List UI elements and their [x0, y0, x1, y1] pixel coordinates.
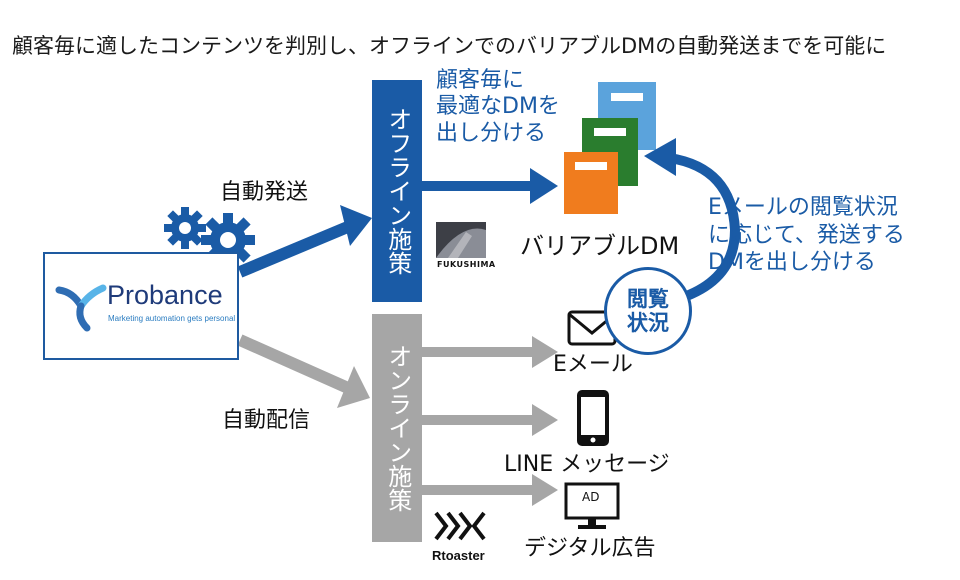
page-title: 顧客毎に適したコンテンツを判別し、オフラインでのバリアブルDMの自動発送までを可…	[12, 34, 887, 58]
view-status-label: 閲覧 状況	[627, 286, 669, 335]
online-to-email-arrow	[422, 336, 558, 368]
digital-ad-label: デジタル広告	[524, 536, 656, 561]
probance-name: Probance	[107, 280, 223, 310]
fukushima-label: FUKUSHIMA	[437, 260, 496, 269]
probance-logo: Probance Marketing automation gets perso…	[43, 252, 239, 360]
rtoaster-logo-icon	[434, 511, 486, 541]
feedback-arrow	[669, 153, 741, 305]
auto-delivery-arrow	[237, 334, 370, 408]
email-label: Eメール	[553, 352, 633, 377]
fukushima-logo-icon	[436, 222, 486, 258]
online-bar: オンライン施策	[372, 314, 422, 542]
dm-folders-icon	[564, 82, 656, 214]
offline-to-dm-arrow	[422, 168, 558, 204]
view-status-circle: 閲覧 状況	[604, 267, 692, 355]
feedback-arrow-head	[644, 138, 676, 176]
auto-send-arrow	[237, 205, 372, 278]
ad-badge: AD	[582, 490, 600, 504]
probance-tagline: Marketing automation gets personal	[108, 314, 236, 323]
rtoaster-label: Rtoaster	[432, 548, 485, 563]
smartphone-icon	[577, 390, 609, 446]
offline-bar: オフライン施策	[372, 80, 422, 302]
online-to-line-arrow	[422, 404, 558, 436]
auto-delivery-label: 自動配信	[222, 408, 311, 433]
line-message-label: LINE メッセージ	[504, 452, 670, 477]
feedback-note: Eメールの閲覧状況 に応じて、発送する DMを出し分ける	[708, 195, 905, 275]
auto-send-label: 自動発送	[220, 180, 309, 205]
probance-mark-icon	[55, 284, 107, 332]
monitor-icon	[564, 482, 620, 529]
online-to-ad-arrow	[422, 474, 558, 506]
dm-label: バリアブルDM	[520, 232, 680, 260]
offline-note: 顧客毎に 最適なDMを 出し分ける	[436, 68, 560, 146]
